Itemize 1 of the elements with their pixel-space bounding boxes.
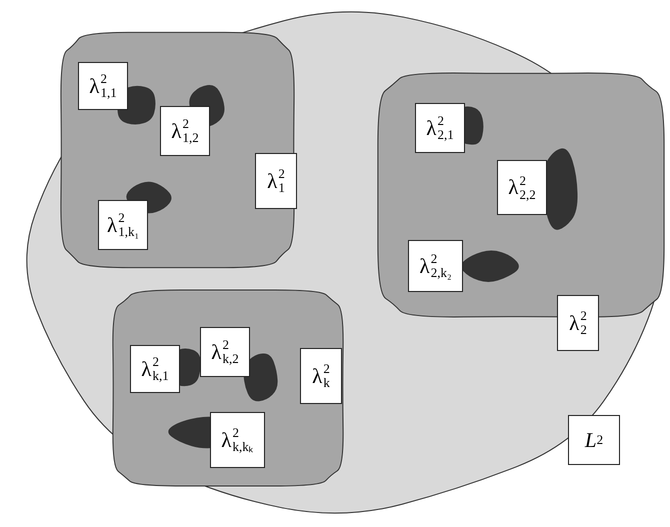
symbol-label: L$^{2}$ [568, 415, 620, 465]
